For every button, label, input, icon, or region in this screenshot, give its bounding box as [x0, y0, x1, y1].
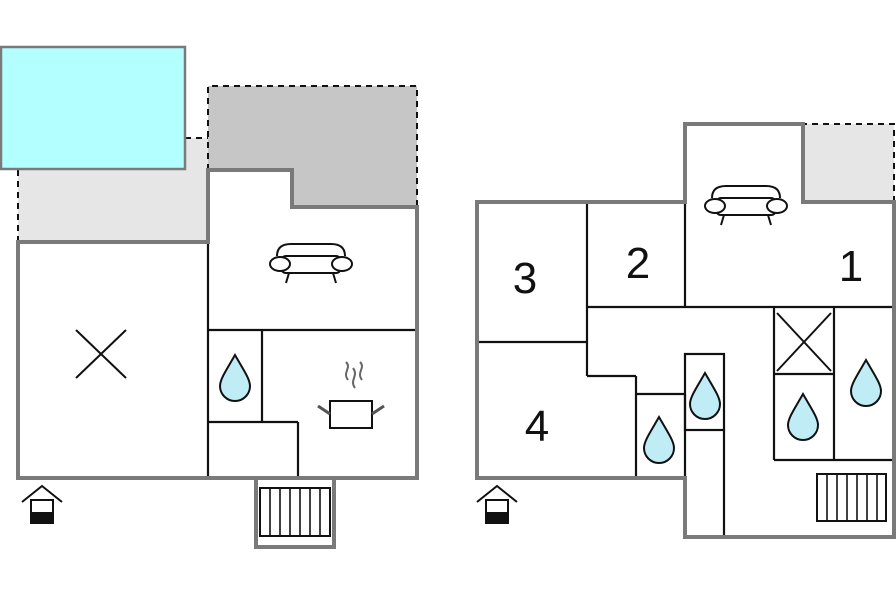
outer-walls: [475, 122, 896, 539]
stairs-icon: [816, 473, 887, 522]
bed-x-icon: [776, 312, 832, 372]
room-number-2: 2: [626, 239, 650, 288]
floor-plan-upper: 1 2 3 4: [475, 122, 896, 539]
cooking-pot-icon: [317, 361, 385, 429]
outer-walls: [16, 168, 419, 480]
room-number-3: 3: [513, 254, 537, 303]
water-drop-icon: [689, 372, 721, 420]
balcony-area: [207, 85, 418, 207]
water-drop-icon: [219, 354, 251, 402]
stairs-icon: [254, 478, 336, 549]
pool-symbol: [0, 45, 187, 171]
inner-walls: [206, 242, 417, 478]
water-drop-icon: [643, 416, 675, 464]
room-number-4: 4: [525, 402, 549, 451]
floor-plan-ground: [0, 45, 419, 549]
entrance-icon: [21, 485, 63, 524]
entrance-icon: [476, 485, 518, 524]
water-drop-icon: [850, 359, 882, 407]
terrace-area: [17, 137, 208, 242]
sofa-icon: [269, 243, 353, 284]
water-drop-icon: [787, 393, 819, 441]
sofa-icon: [704, 185, 788, 226]
balcony-area: [790, 123, 895, 222]
bed-x-icon: [75, 329, 127, 379]
room-number-1: 1: [839, 242, 863, 291]
